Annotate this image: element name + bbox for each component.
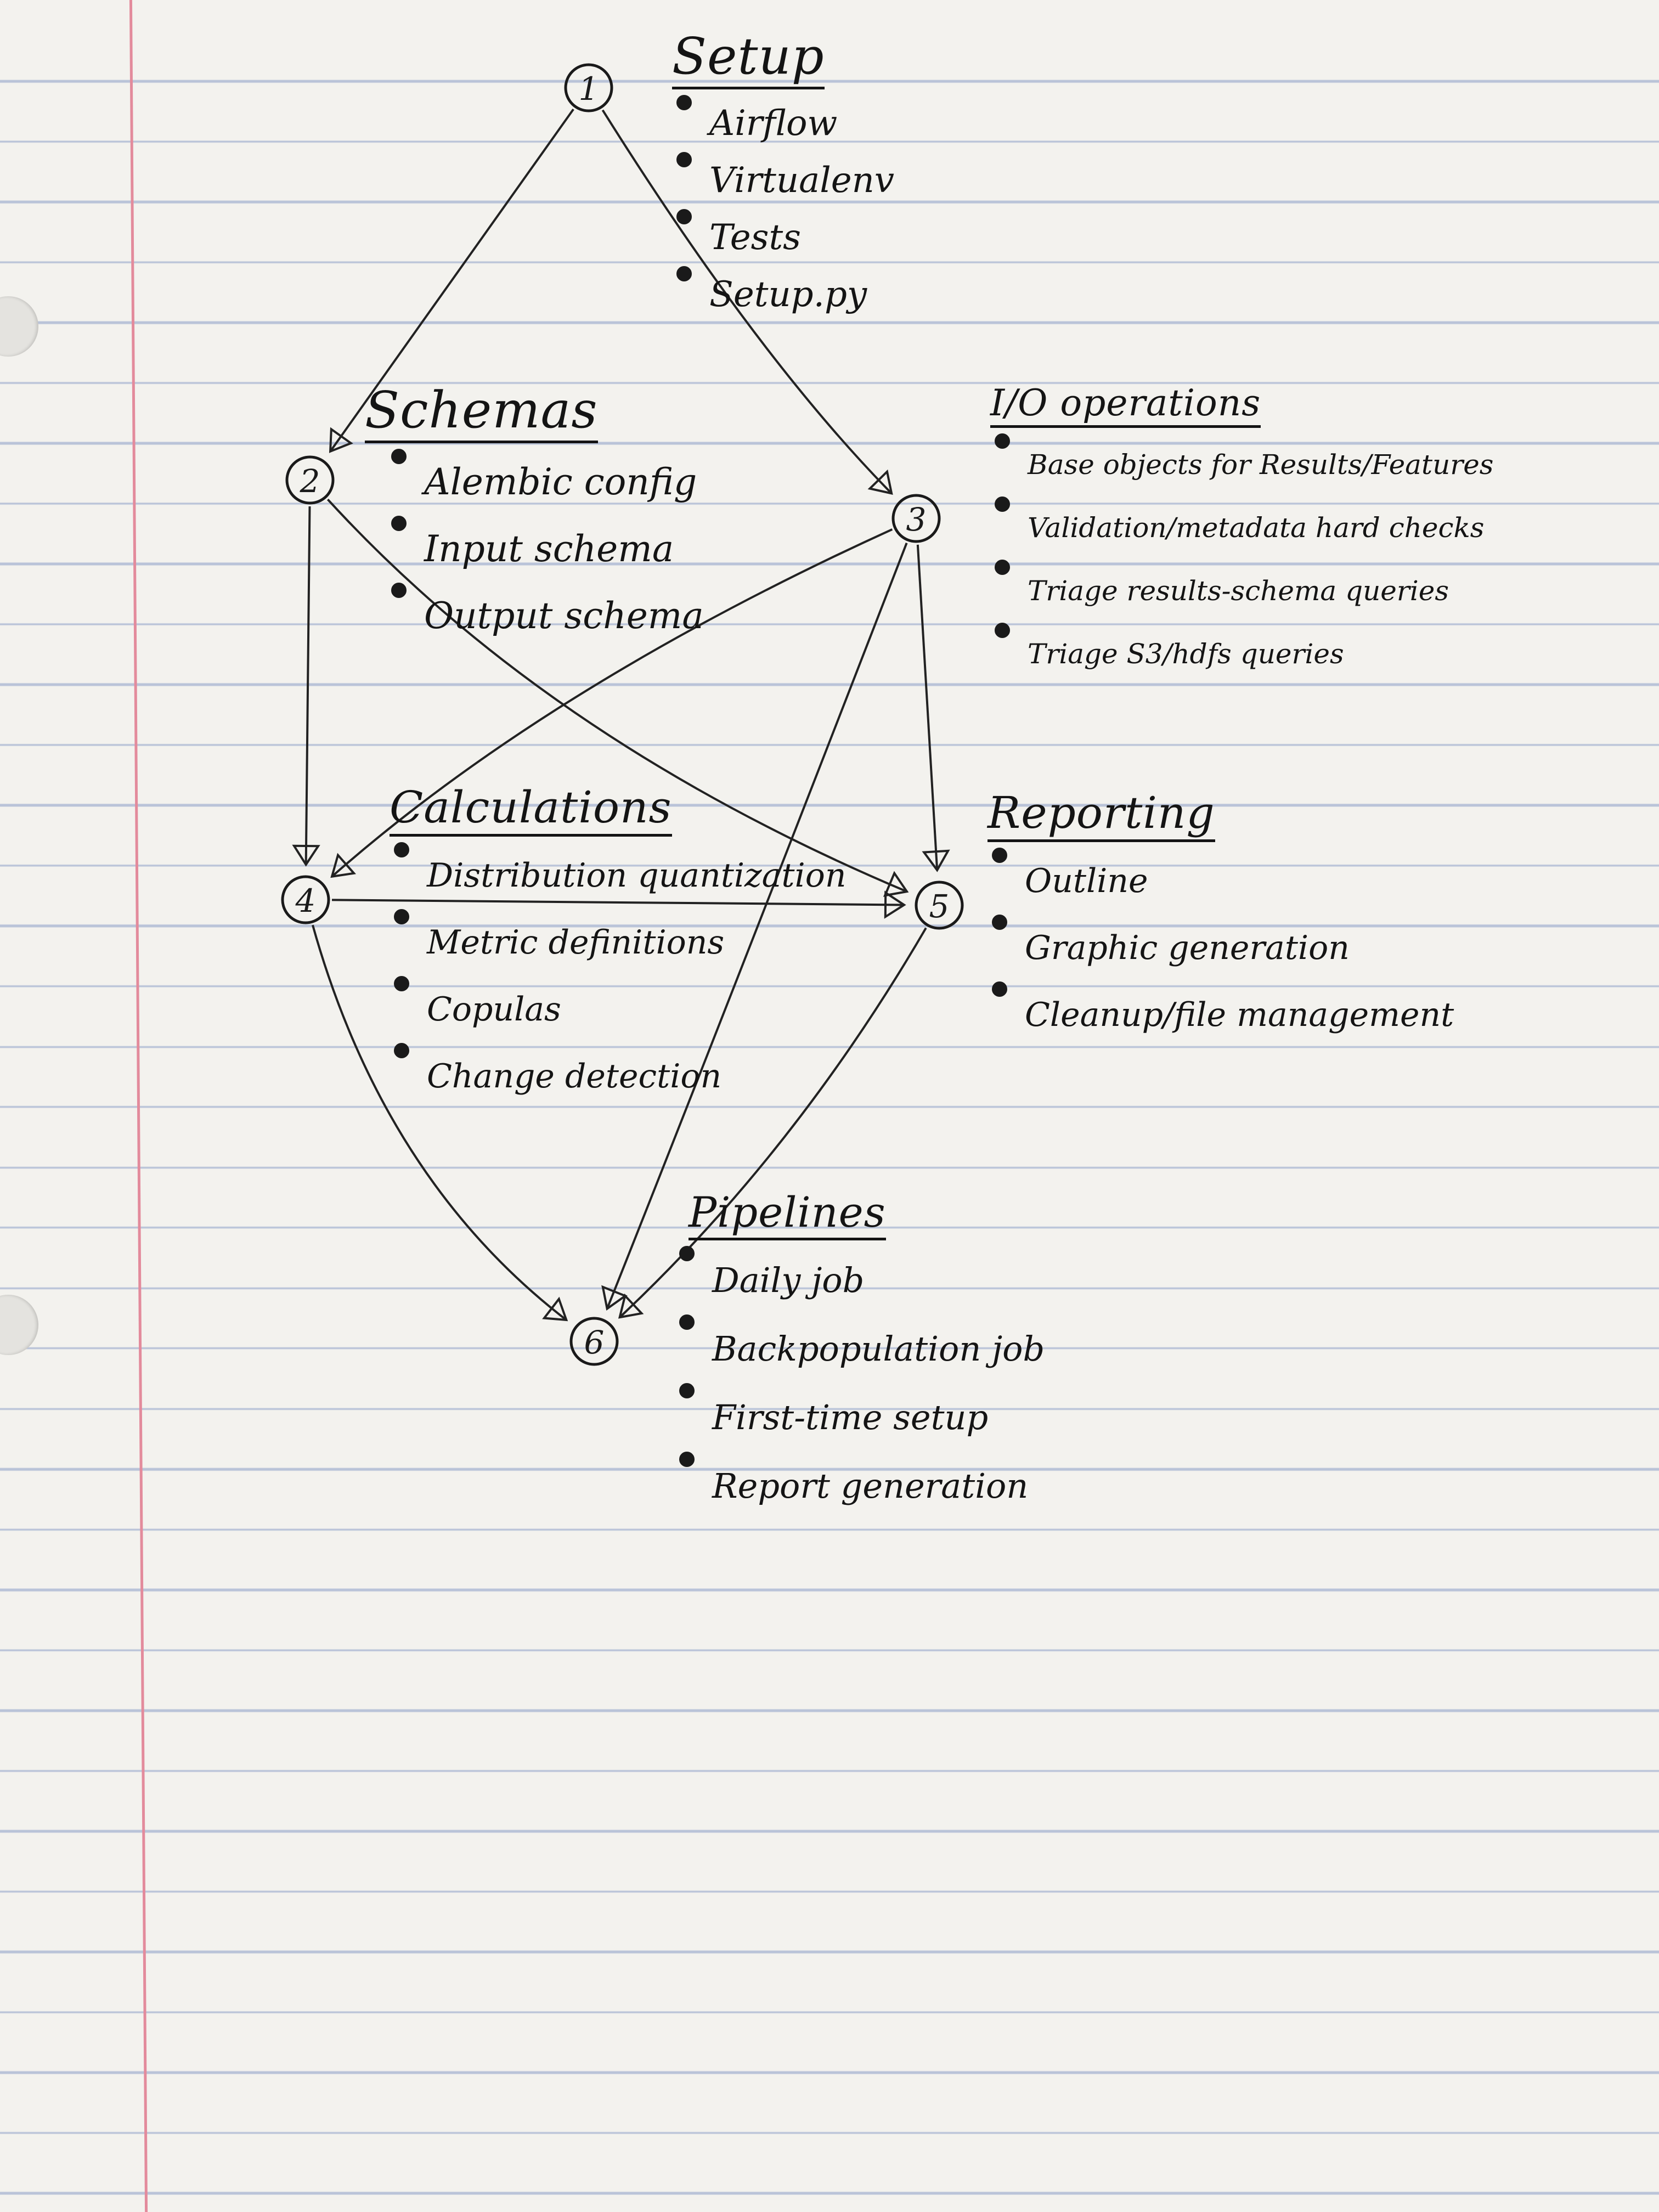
section-items: Outline Graphic generation Cleanup/file … [988,848,1454,1048]
list-item: Change detection [390,1043,846,1110]
edge-2-4 [304,506,311,865]
list-item: Base objects for Results/Features [990,433,1493,496]
arrowhead-3-5 [922,849,950,872]
list-item: Daily job [675,1245,1045,1314]
list-item: Setup.py [672,266,894,323]
list-item: Graphic generation [988,915,1454,981]
list-item: Tests [672,208,894,266]
arrowhead-1-2 [329,427,353,453]
section-schemas: Schemas Alembic config Input schema Outp… [365,383,704,650]
list-item: Input schema [387,515,704,583]
list-item: Outline [988,848,1454,915]
edge-2-5 [326,499,907,893]
edge-4-5 [331,899,905,906]
node-circle [564,63,613,112]
list-item: Metric definitions [390,909,846,976]
section-title: Reporting [988,790,1215,842]
arrowhead-3-6 [601,1285,628,1311]
section-items: Base objects for Results/Features Valida… [990,433,1493,686]
section-title: Calculations [390,785,672,837]
section-title: Schemas [365,383,598,443]
node-6: 6 [569,1317,619,1366]
section-items: Distribution quantization Metric definit… [390,842,846,1110]
section-reporting: Reporting Outline Graphic generation Cle… [988,790,1454,1048]
arrowhead-3-4 [330,853,357,878]
list-item: Distribution quantization [390,842,846,909]
edge-3-5 [916,544,939,871]
list-item: Triage S3/hdfs queries [990,623,1493,686]
list-item: Airflow [672,94,894,152]
list-item: Report generation [675,1451,1045,1520]
node-5: 5 [915,881,964,930]
node-3: 3 [891,494,941,543]
arrowhead-2-4 [292,844,320,867]
section-io-operations: I/O operations Base objects for Results/… [990,384,1493,686]
node-label: 4 [295,882,316,919]
nodes-layer: 1 2 3 4 5 6 [281,63,964,1366]
edge-3-4 [331,528,893,878]
node-label: 5 [929,888,950,925]
list-item: Cleanup/file management [988,981,1454,1048]
list-item: Output schema [387,582,704,650]
section-pipelines: Pipelines Daily job Backpopulation job F… [679,1190,1045,1520]
list-item: Copulas [390,976,846,1043]
list-item: First-time setup [675,1383,1045,1452]
arrowhead-1-3 [867,469,893,495]
section-setup: Setup Airflow Virtualenv Tests Setup.py [672,30,894,323]
list-item: Virtualenv [672,151,894,209]
arrowhead-2-5 [883,871,909,897]
section-title: Setup [672,30,825,89]
edges-layer [292,108,950,1322]
edge-5-6 [619,927,927,1318]
section-items: Alembic config Input schema Output schem… [387,448,704,650]
section-calculations: Calculations Distribution quantization M… [390,785,846,1110]
arrowhead-4-6 [542,1296,568,1322]
edge-1-2 [329,108,574,452]
section-title: I/O operations [990,384,1261,428]
node-circle [915,881,964,930]
node-label: 1 [579,70,599,108]
node-2: 2 [285,455,335,505]
node-circle [569,1317,619,1366]
list-item: Alembic config [387,448,704,516]
node-label: 6 [584,1324,605,1361]
node-label: 3 [906,501,927,538]
section-title: Pipelines [689,1190,886,1240]
list-item: Triage results-schema queries [990,560,1493,623]
node-circle [285,455,335,505]
section-items: Daily job Backpopulation job First-time … [675,1245,1045,1520]
list-item: Backpopulation job [675,1314,1045,1383]
node-circle [891,494,941,543]
node-label: 2 [300,462,320,500]
list-item: Validation/metadata hard checks [990,496,1493,560]
node-circle [281,875,330,924]
section-items: Airflow Virtualenv Tests Setup.py [672,94,894,323]
arrowhead-4-5 [884,890,906,919]
edge-4-6 [312,924,567,1321]
edge-3-6 [606,543,908,1310]
node-4: 4 [281,875,330,924]
node-1: 1 [564,63,613,112]
edge-1-3 [601,109,893,494]
arrowhead-5-6 [618,1293,644,1319]
